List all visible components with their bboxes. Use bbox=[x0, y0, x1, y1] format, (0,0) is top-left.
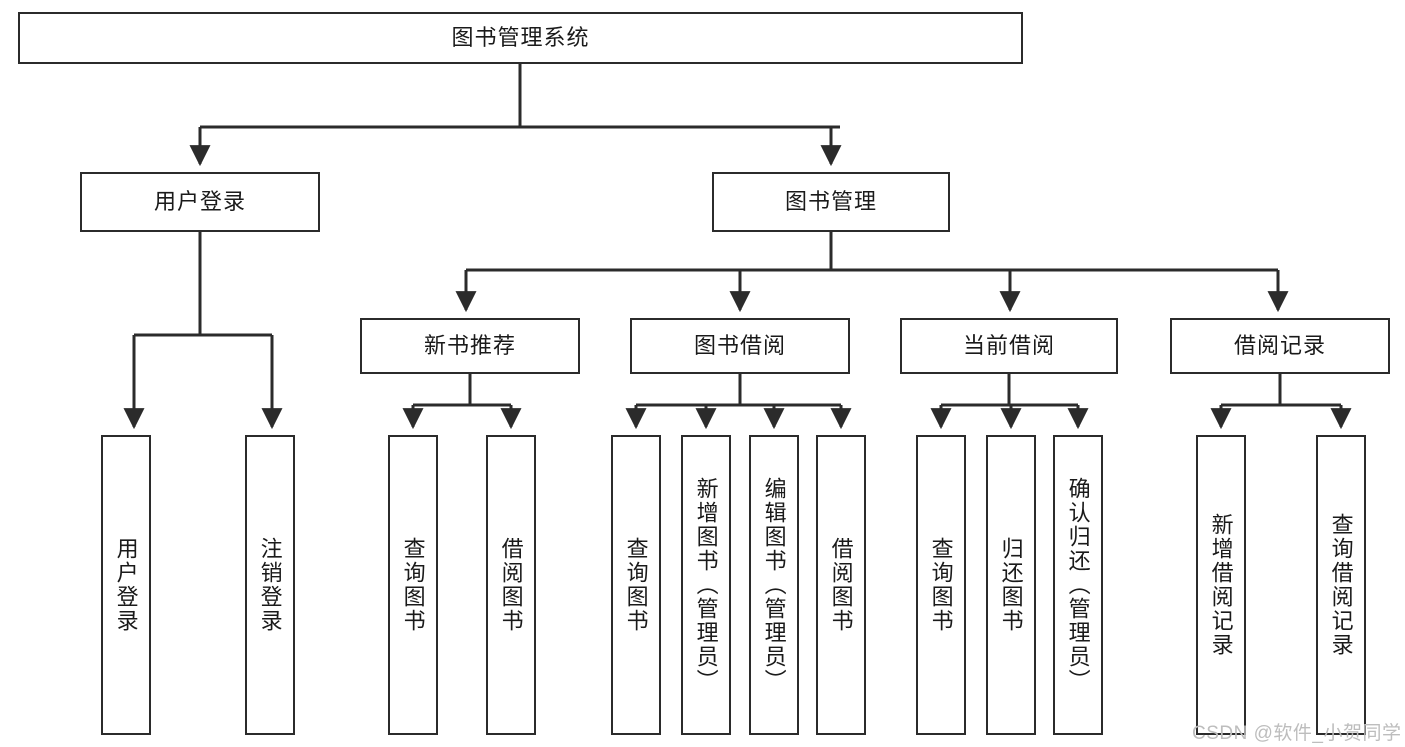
node-leaf-add-borrow-record[interactable]: 新增借阅记录 bbox=[1196, 435, 1246, 735]
node-user-login[interactable]: 用户登录 bbox=[80, 172, 320, 232]
node-leaf-recommend-borrow-book[interactable]: 借阅图书 bbox=[486, 435, 536, 735]
node-leaf-logout[interactable]: 注销登录 bbox=[245, 435, 295, 735]
node-leaf-query-borrow-record-label: 查询借阅记录 bbox=[1328, 513, 1354, 657]
node-leaf-query-borrow-record[interactable]: 查询借阅记录 bbox=[1316, 435, 1366, 735]
node-leaf-confirm-return-admin-label: 确认归还（管理员） bbox=[1065, 477, 1091, 693]
node-user-login-label: 用户登录 bbox=[153, 188, 246, 214]
node-leaf-return-book[interactable]: 归还图书 bbox=[986, 435, 1036, 735]
node-book-manage-label: 图书管理 bbox=[784, 188, 877, 214]
node-leaf-current-query-book[interactable]: 查询图书 bbox=[916, 435, 966, 735]
node-borrow-record-label: 借阅记录 bbox=[1233, 332, 1326, 358]
node-leaf-user-login-label: 用户登录 bbox=[113, 537, 139, 633]
node-leaf-edit-book-admin[interactable]: 编辑图书（管理员） bbox=[749, 435, 799, 735]
node-current-borrow-label: 当前借阅 bbox=[962, 332, 1055, 358]
node-leaf-borrow-query-book-label: 查询图书 bbox=[623, 537, 649, 633]
node-leaf-current-query-book-label: 查询图书 bbox=[928, 537, 954, 633]
node-leaf-borrow-book[interactable]: 借阅图书 bbox=[816, 435, 866, 735]
node-current-borrow[interactable]: 当前借阅 bbox=[900, 318, 1118, 374]
node-leaf-borrow-query-book[interactable]: 查询图书 bbox=[611, 435, 661, 735]
node-borrow-record[interactable]: 借阅记录 bbox=[1170, 318, 1390, 374]
node-leaf-recommend-borrow-book-label: 借阅图书 bbox=[498, 537, 524, 633]
node-leaf-logout-label: 注销登录 bbox=[257, 537, 283, 633]
node-leaf-add-book-admin-label: 新增图书（管理员） bbox=[693, 477, 719, 693]
node-new-book-recommend-label: 新书推荐 bbox=[423, 332, 516, 358]
node-leaf-recommend-query-book-label: 查询图书 bbox=[400, 537, 426, 633]
node-book-borrow[interactable]: 图书借阅 bbox=[630, 318, 850, 374]
csdn-watermark: CSDN @软件_小贺同学 bbox=[1192, 723, 1402, 744]
node-book-borrow-label: 图书借阅 bbox=[693, 332, 786, 358]
node-leaf-borrow-book-label: 借阅图书 bbox=[828, 537, 854, 633]
node-leaf-add-book-admin[interactable]: 新增图书（管理员） bbox=[681, 435, 731, 735]
node-leaf-confirm-return-admin[interactable]: 确认归还（管理员） bbox=[1053, 435, 1103, 735]
node-root-label: 图书管理系统 bbox=[451, 24, 590, 50]
node-leaf-recommend-query-book[interactable]: 查询图书 bbox=[388, 435, 438, 735]
node-root[interactable]: 图书管理系统 bbox=[18, 12, 1023, 64]
node-leaf-user-login[interactable]: 用户登录 bbox=[101, 435, 151, 735]
node-leaf-return-book-label: 归还图书 bbox=[998, 537, 1024, 633]
node-leaf-add-borrow-record-label: 新增借阅记录 bbox=[1208, 513, 1234, 657]
node-leaf-edit-book-admin-label: 编辑图书（管理员） bbox=[761, 477, 787, 693]
node-book-manage[interactable]: 图书管理 bbox=[712, 172, 950, 232]
node-new-book-recommend[interactable]: 新书推荐 bbox=[360, 318, 580, 374]
